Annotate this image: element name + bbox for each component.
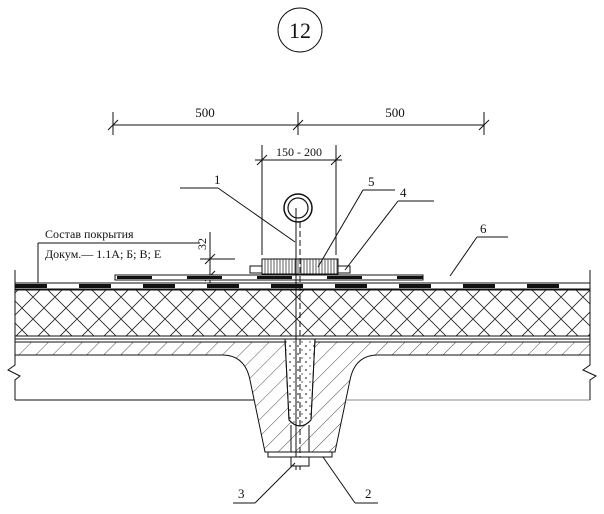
membrane-dash	[327, 276, 362, 279]
height-label: 32	[195, 238, 209, 250]
membrane-dash	[207, 284, 239, 288]
span-dimensions: 500 500	[107, 105, 490, 135]
svg-text:4: 4	[400, 185, 407, 200]
membrane-dash	[399, 284, 431, 288]
membrane-dash	[79, 284, 111, 288]
washer-right	[337, 265, 351, 274]
roof-membrane	[14, 274, 591, 290]
membrane-dash	[527, 284, 559, 288]
svg-text:1: 1	[214, 172, 221, 187]
svg-text:6: 6	[480, 221, 487, 236]
detail-number: 12	[289, 18, 311, 43]
callout-2: 2	[322, 456, 378, 504]
membrane-dash	[271, 284, 303, 288]
note-line-1: Состав покрытия	[45, 227, 134, 241]
membrane-dash	[187, 276, 222, 279]
membrane-dash	[117, 276, 152, 279]
roof-composition-note: Состав покрытия Докум.— 1.1А; Б; В; Е	[37, 227, 200, 285]
detail-number-badge: 12	[277, 7, 323, 53]
membrane-dash	[335, 284, 367, 288]
membrane-dash	[143, 284, 175, 288]
nut	[290, 456, 310, 467]
break-mark-left	[7, 342, 21, 400]
callout-3: 3	[233, 462, 296, 504]
callout-4: 4	[344, 185, 434, 271]
height-dimension: 32	[195, 232, 235, 290]
membrane-dash	[257, 276, 292, 279]
svg-text:2: 2	[365, 486, 372, 501]
svg-text:5: 5	[368, 174, 375, 189]
note-line-2: Докум.— 1.1А; Б; В; Е	[45, 247, 161, 261]
svg-text:3: 3	[238, 486, 245, 501]
membrane-dash	[15, 284, 47, 288]
washer-left	[249, 265, 263, 274]
left-span-label: 500	[195, 105, 215, 120]
plate-width-label: 150 - 200	[276, 145, 322, 159]
callout-1: 1	[180, 172, 296, 243]
break-mark-right	[582, 270, 598, 400]
membrane-dash	[397, 276, 423, 279]
callout-6: 6	[449, 221, 508, 277]
insulation-layer	[14, 289, 591, 337]
clamp-plate	[261, 258, 339, 275]
membrane-dash	[463, 284, 495, 288]
right-span-label: 500	[385, 105, 405, 120]
callout-5: 5	[317, 174, 395, 268]
